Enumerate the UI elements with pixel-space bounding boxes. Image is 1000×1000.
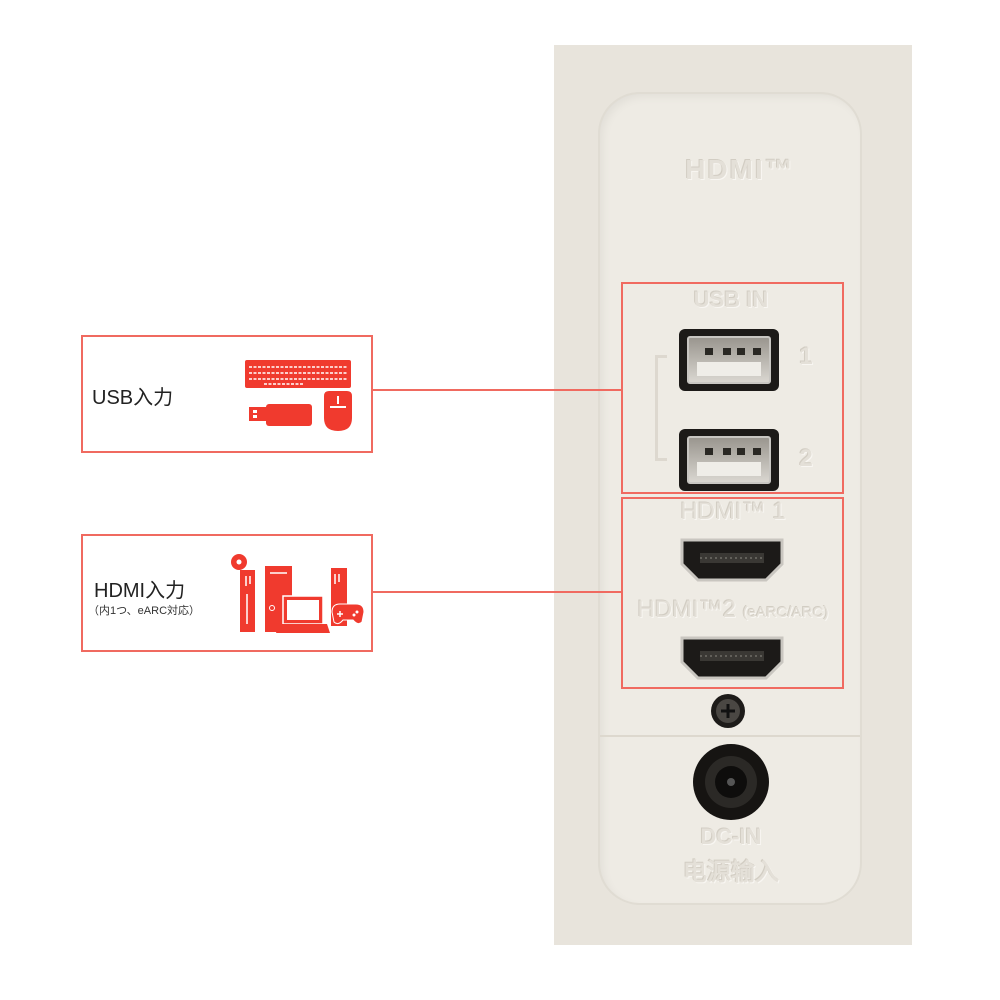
- hdmi-connector-line: [371, 591, 622, 593]
- usb-callout-title: USB入力: [92, 387, 174, 409]
- hdmi-callout: HDMI入力 （内1つ、eARC対応）: [81, 534, 373, 652]
- usb-port-1[interactable]: [679, 329, 779, 391]
- mouse-icon: [324, 391, 352, 431]
- usb-port-2[interactable]: [679, 429, 779, 491]
- usb-bracket: [655, 355, 667, 461]
- usb-port-2-label: 2: [799, 445, 813, 472]
- hdmi-port-2[interactable]: [678, 634, 786, 682]
- usb-in-label: USB IN: [693, 287, 769, 312]
- hdmi-port-1[interactable]: [678, 536, 786, 584]
- usb-highlight-box: [621, 282, 844, 494]
- hdmi-2-label: HDMI™2 (eARC/ARC): [628, 596, 838, 624]
- disc-player-icon: [231, 554, 255, 632]
- keyboard-icon: [245, 360, 351, 388]
- dc-in-label: DC-IN: [700, 824, 762, 849]
- hdmi-devices-icons: [231, 554, 365, 633]
- usb-stick-icon: [249, 404, 312, 426]
- hdmi-2-note: (eARC/ARC): [742, 604, 829, 621]
- dc-in-jack[interactable]: [691, 742, 771, 822]
- panel-divider: [600, 735, 860, 737]
- usb-connector-line: [371, 389, 622, 391]
- hdmi-logo: HDMI™: [685, 154, 795, 185]
- hdmi-highlight-box: [621, 497, 844, 689]
- usb-port-1-label: 1: [799, 343, 813, 370]
- usb-callout: USB入力: [81, 335, 373, 453]
- laptop-icon: [276, 595, 330, 633]
- hdmi-callout-note: （内1つ、eARC対応）: [88, 605, 201, 617]
- screw-icon: [711, 694, 745, 728]
- hdmi-2-label-text: HDMI™2: [637, 596, 737, 623]
- game-console-icon: [331, 568, 365, 626]
- hdmi-callout-title: HDMI入力: [94, 580, 186, 602]
- hdmi-1-label: HDMI™ 1: [680, 498, 786, 525]
- dc-in-cn-label: 电源输入: [683, 858, 779, 886]
